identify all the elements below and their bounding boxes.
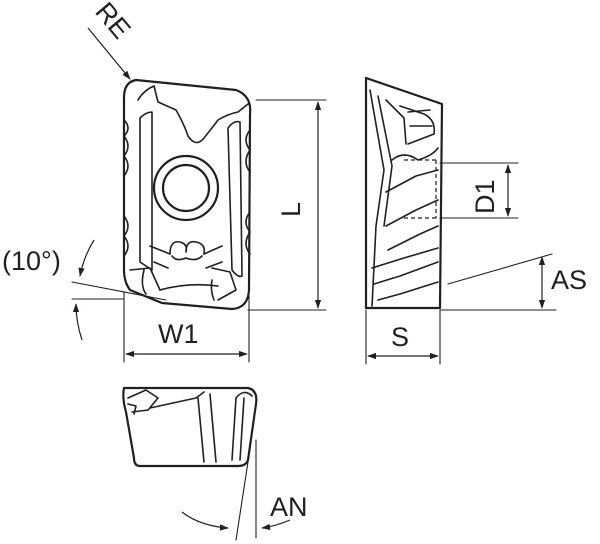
- side-lower-flutes: [371, 247, 439, 301]
- bottom-vertical-faces: [197, 393, 245, 463]
- angle-reference-line: [71, 281, 167, 301]
- re-dimension: RE: [87, 0, 136, 80]
- bottom-left-corner-detail: [129, 267, 161, 295]
- side-left-flank: [369, 89, 393, 307]
- side-outline: [364, 76, 444, 310]
- insert-side-view: [364, 76, 444, 310]
- bottom-outline: [122, 386, 258, 468]
- as-dimension: AS: [439, 253, 587, 311]
- w1-label: W1: [158, 319, 199, 349]
- an-angled-line: [235, 461, 249, 541]
- re-leader-line: [87, 27, 131, 80]
- screw-hole-inner: [161, 163, 211, 213]
- left-wavy-edge: [123, 119, 129, 257]
- bottom-right-corner-detail: [210, 267, 237, 301]
- w1-dimension: W1: [123, 291, 250, 363]
- an-label: AN: [270, 492, 308, 522]
- insert-inner-land: [153, 85, 249, 144]
- center-chipbreaker-lobes: [169, 240, 206, 261]
- as-angled-line: [447, 253, 553, 285]
- side-chip-flutes: [385, 147, 439, 251]
- angle-arc-upper: [78, 239, 95, 277]
- an-arc-left: [181, 511, 229, 531]
- d1-dimension: D1: [439, 162, 519, 219]
- screw-hole-outer: [152, 154, 220, 222]
- right-wavy-edge: [245, 129, 251, 255]
- angle-arc-lower: [72, 303, 83, 341]
- bottom-left-notch: [127, 403, 137, 415]
- l-dimension: L: [247, 99, 327, 311]
- s-label: S: [391, 322, 409, 352]
- right-chip-groove: [227, 120, 243, 278]
- side-rake-upper: [385, 99, 436, 145]
- left-chip-groove: [139, 111, 153, 271]
- chipbreaker-edge-top: [137, 85, 155, 101]
- bottom-edge-land: [159, 283, 219, 291]
- side-hole-hidden-lines: [404, 159, 438, 219]
- insert-outline: [122, 78, 252, 311]
- bottom-right-rake: [235, 391, 253, 399]
- s-dimension: S: [365, 309, 441, 365]
- clearance-angle-label: (10°): [2, 246, 61, 276]
- an-arc-right: [261, 519, 291, 530]
- l-label: L: [276, 202, 306, 217]
- bottom-left-rake: [127, 389, 205, 413]
- insert-bottom-view: [122, 386, 258, 468]
- clearance-angle-dimension: (10°): [2, 239, 167, 341]
- d1-label: D1: [470, 179, 500, 214]
- lower-chipbreaker: [149, 245, 223, 269]
- side-upper-notch: [407, 109, 433, 127]
- an-dimension: AN: [181, 439, 308, 541]
- as-label: AS: [551, 265, 587, 295]
- insert-top-view: [122, 78, 252, 311]
